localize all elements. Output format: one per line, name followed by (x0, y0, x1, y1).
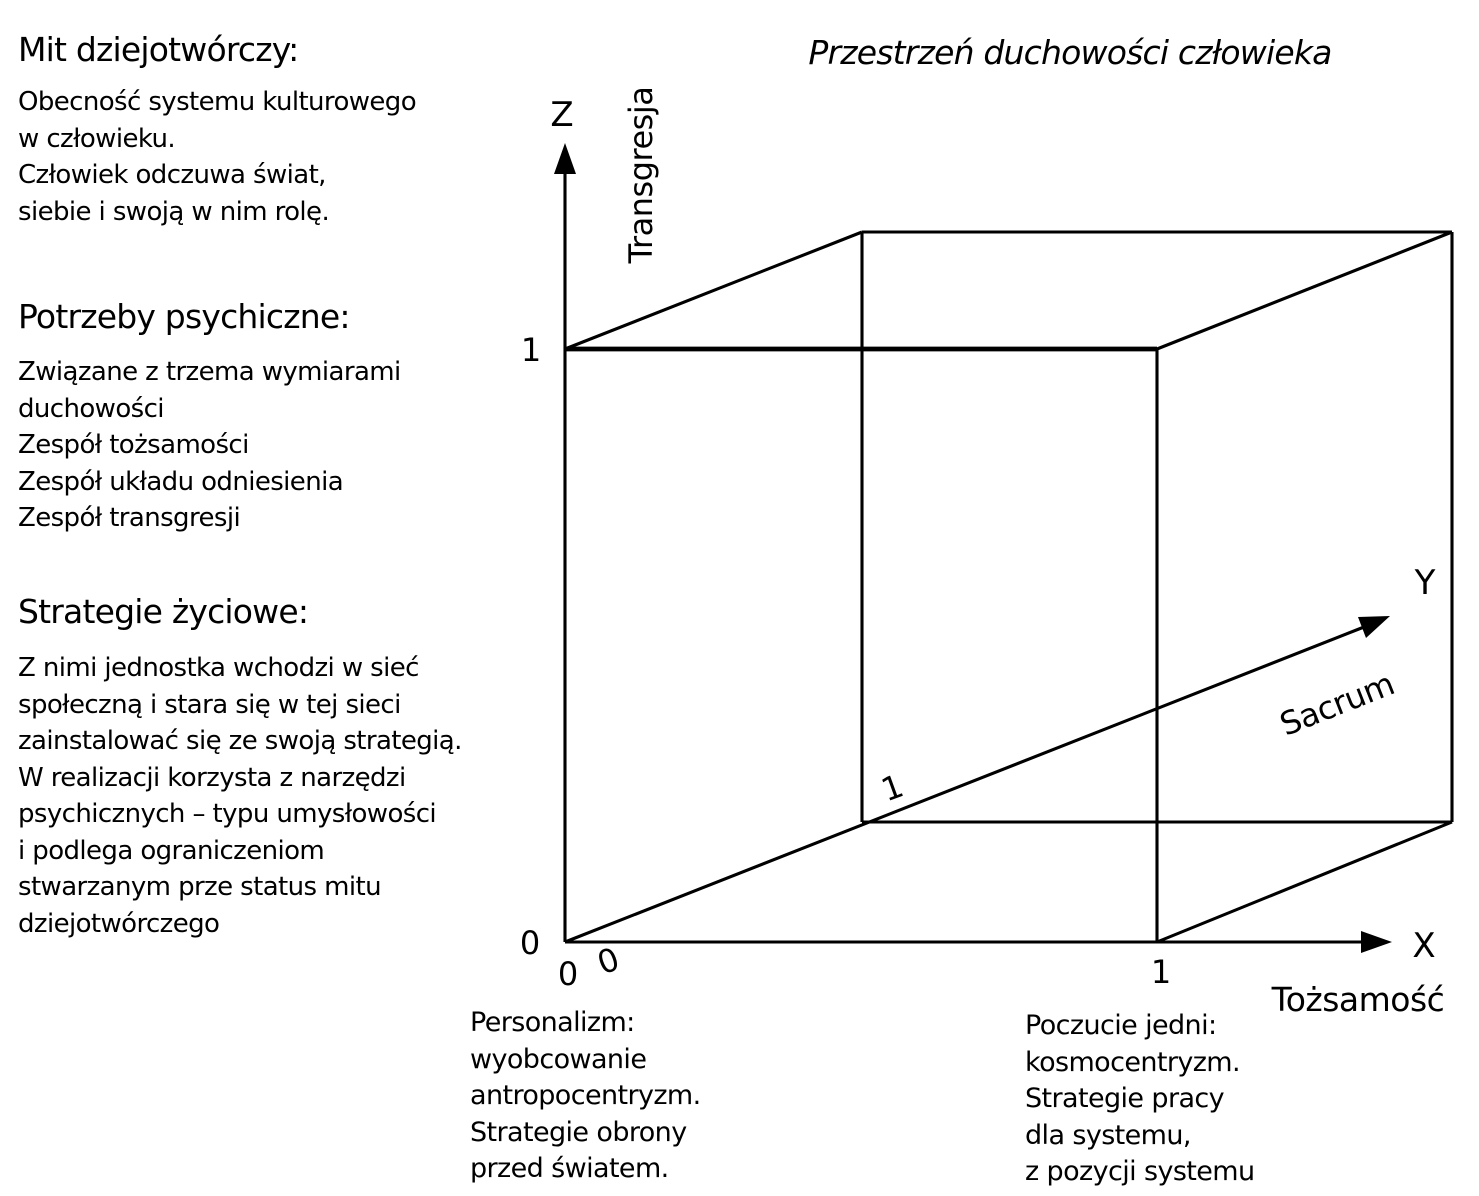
x-axis-name-tozsamosc: Tożsamość (1271, 980, 1445, 1019)
text-line: duchowości (18, 393, 165, 424)
text-line: i podlega ograniczeniom (18, 835, 325, 866)
cube-edge-top-right-depth (1156, 230, 1453, 351)
y-axis-name-sacrum: Sacrum (1275, 664, 1400, 743)
text-line: Strategie pracy (1025, 1083, 1225, 1114)
diagram-title: Przestrzeń duchowości człowieka (808, 33, 1332, 72)
y-axis-arrowhead-icon (1358, 616, 1390, 638)
x-axis-tick-0: 0 (558, 955, 578, 993)
text-line: społeczną i stara się w tej sieci (18, 689, 401, 720)
text-line: Zespół transgresji (18, 503, 241, 533)
x-axis-letter: X (1412, 926, 1435, 966)
corner-note-personalism: Personalizm: wyobcowanie antropocentryzm… (470, 1005, 701, 1188)
section-body-strategie-zyciowe: Z nimi jednostka wchodzi w sieć społeczn… (18, 650, 462, 942)
text-line: stwarzanym prze status mitu (18, 872, 382, 902)
y-axis-line (564, 625, 1365, 944)
text-line: wyobcowanie (470, 1043, 647, 1075)
section-heading-potrzeby-psychiczne: Potrzeby psychiczne: (18, 297, 351, 336)
text-line: Zespół tożsamości (18, 430, 249, 460)
text-line: kosmocentryzm. (1025, 1046, 1241, 1078)
text-line: dla systemu, (1025, 1119, 1191, 1151)
section-body-mit-dziejotworczy: Obecność systemu kulturowego w człowieku… (18, 84, 417, 230)
text-line: psychicznych – typu umysłowości (18, 799, 437, 829)
z-axis-letter: Z (550, 95, 573, 135)
z-axis-arrowhead-icon (554, 143, 576, 174)
cube-edges (564, 230, 1454, 944)
z-axis-tick-1: 1 (521, 331, 541, 369)
corner-note-unity: Poczucie jedni: kosmocentryzm. Strategie… (1025, 1008, 1255, 1191)
x-axis-arrowhead-icon (1361, 931, 1392, 953)
text-line: Człowiek odczuwa świat, (18, 160, 326, 190)
z-axis-tick-0: 0 (520, 924, 540, 962)
text-line: W realizacji korzysta z narzędzi (18, 762, 406, 793)
text-line: dziejotwórczego (18, 908, 220, 939)
text-line: Z nimi jednostka wchodzi w sieć (18, 653, 419, 683)
text-line: przed światem. (470, 1153, 669, 1184)
y-axis-tick-1: 1 (876, 767, 908, 810)
text-line: Zespół układu odniesienia (18, 466, 344, 497)
text-line: w człowieku. (18, 123, 176, 154)
text-line: Obecność systemu kulturowego (18, 87, 417, 117)
cube-edge-bottom-right-depth (1156, 820, 1453, 944)
text-line: Związane z trzema wymiarami (18, 357, 401, 387)
text-line: antropocentryzm. (470, 1080, 701, 1111)
text-line: Strategie obrony (470, 1116, 687, 1148)
text-line: siebie i swoją w nim rolę. (18, 196, 330, 227)
text-line: Poczucie jedni: (1025, 1010, 1217, 1041)
y-axis-letter: Y (1414, 563, 1436, 603)
section-body-potrzeby-psychiczne: Związane z trzema wymiarami duchowości Z… (18, 354, 401, 537)
text-line: zainstalować się ze swoją strategią. (18, 726, 462, 756)
text-line: z pozycji systemu (1025, 1156, 1255, 1187)
section-heading-strategie-zyciowe: Strategie życiowe: (18, 592, 309, 631)
text-line: Personalizm: (470, 1007, 635, 1038)
axes (554, 143, 1392, 953)
z-axis-name-transgresja: Transgresja (622, 87, 660, 265)
x-axis-tick-1: 1 (1151, 953, 1171, 991)
cube-edge-top-left-depth (564, 230, 863, 351)
section-heading-mit-dziejotworczy: Mit dziejotwórczy: (18, 30, 299, 69)
y-axis-tick-0: 0 (592, 940, 624, 983)
